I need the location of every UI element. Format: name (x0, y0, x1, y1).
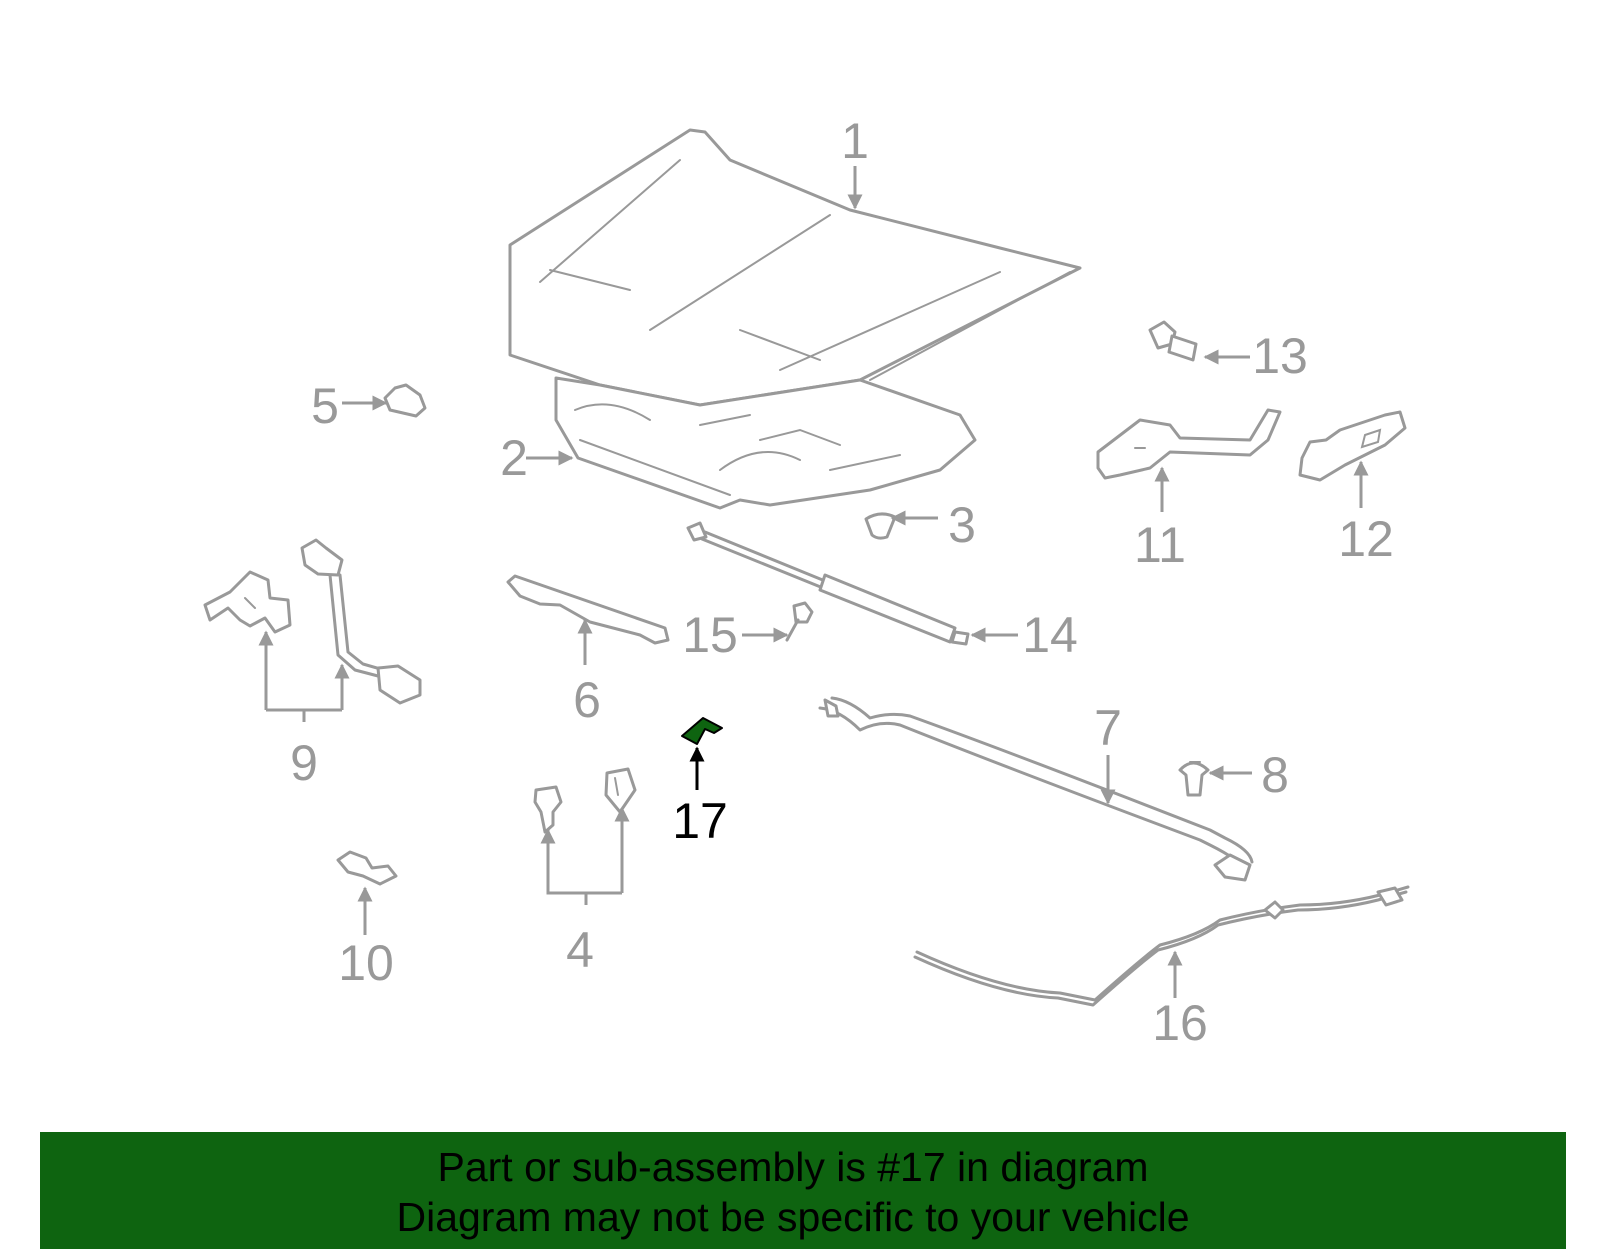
callout-8: 8 (1261, 747, 1289, 803)
callout-13: 13 (1252, 328, 1308, 384)
callout-4: 4 (566, 922, 594, 978)
strut-bolt-part (785, 601, 814, 642)
callout-3: 3 (948, 497, 976, 553)
hood-latch-part (203, 538, 422, 705)
hinge-right-part (1298, 410, 1407, 482)
callout-5: 5 (311, 378, 339, 434)
callout-10: 10 (338, 935, 394, 991)
callout-2: 2 (500, 430, 528, 486)
banner-line-part-number: Part or sub-assembly is #17 in diagram (437, 1144, 1149, 1190)
clip-parts (533, 767, 637, 834)
callout-14: 14 (1022, 607, 1078, 663)
hood-insulator-part (554, 376, 977, 510)
callout-11: 11 (1134, 517, 1186, 573)
hinge-bolt-part (1148, 320, 1198, 362)
callout-7: 7 (1094, 700, 1122, 756)
info-banner: Part or sub-assembly is #17 in diagram D… (40, 1132, 1566, 1249)
stopper-part (383, 383, 427, 418)
bumper-part (864, 512, 897, 540)
lift-support-part (686, 521, 970, 646)
rod-clip-part (1178, 761, 1210, 797)
callout-6: 6 (573, 672, 601, 728)
cable-clip-part (336, 850, 398, 886)
parts-diagram: 1 2 3 4 5 6 7 8 9 10 11 12 13 14 15 16 1… (203, 113, 1410, 1051)
hood-part (508, 128, 1082, 407)
hinge-left-part (1096, 408, 1282, 480)
highlighted-part-17 (681, 717, 723, 745)
callout-15: 15 (682, 607, 738, 663)
callout-12: 12 (1338, 511, 1394, 567)
callout-16: 16 (1152, 995, 1208, 1051)
support-rod-part (818, 696, 1254, 882)
seal-part (506, 574, 670, 645)
callout-1: 1 (841, 113, 869, 169)
callout-9: 9 (290, 735, 318, 791)
banner-line-disclaimer: Diagram may not be specific to your vehi… (396, 1194, 1190, 1240)
release-cable-part (913, 885, 1410, 1007)
callout-17: 17 (672, 793, 728, 849)
